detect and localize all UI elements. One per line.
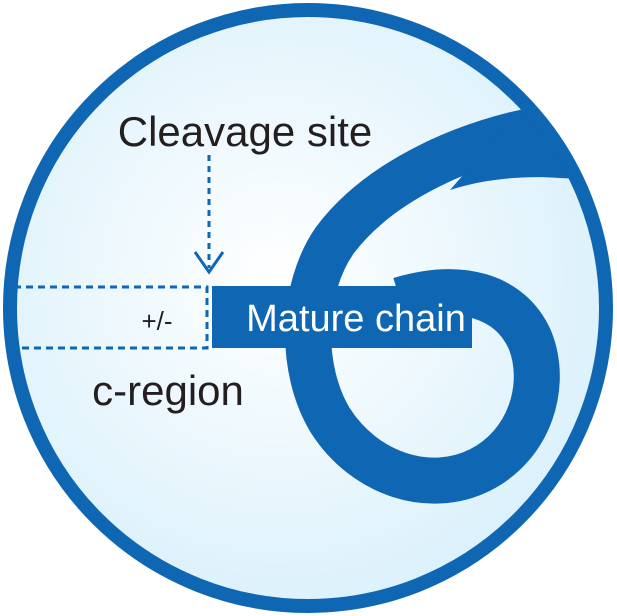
mature-chain-curl bbox=[285, 105, 560, 504]
c-region-box bbox=[12, 285, 209, 350]
circle-border bbox=[3, 3, 613, 613]
mature-chain-label: Mature chain bbox=[246, 298, 466, 340]
c-region-label: c-region bbox=[92, 367, 244, 414]
charge-label: +/- bbox=[141, 306, 172, 336]
cleavage-arrow-head bbox=[193, 251, 225, 275]
cleavage-site-label: Cleavage site bbox=[118, 108, 372, 155]
mature-chain-bar bbox=[212, 286, 472, 348]
